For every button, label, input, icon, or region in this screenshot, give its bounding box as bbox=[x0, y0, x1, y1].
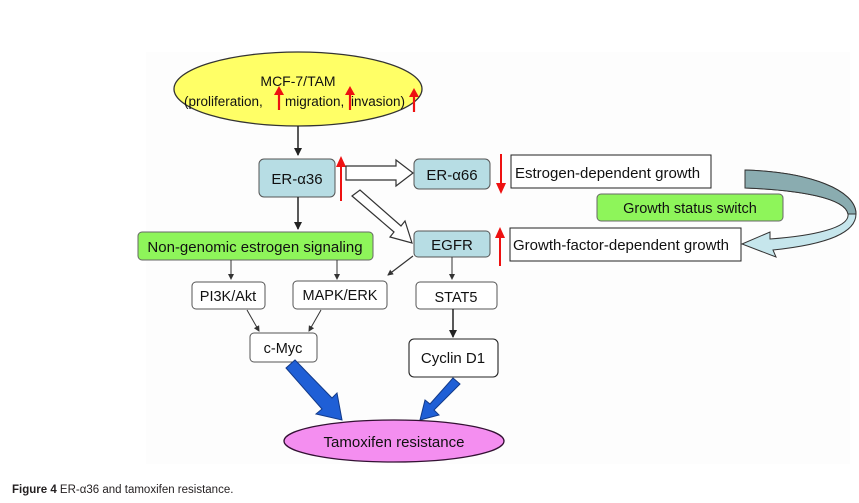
svg-text:MAPK/ERK: MAPK/ERK bbox=[303, 288, 378, 304]
node-estrogen-dependent-growth: Estrogen-dependent growth bbox=[510, 154, 712, 189]
arrow-mapk-to-cmyc bbox=[308, 309, 322, 332]
svg-text:Tamoxifen resistance: Tamoxifen resistance bbox=[324, 434, 465, 451]
arrow-egfr-to-mapk bbox=[387, 255, 414, 276]
node-cyclin-d1: Cyclin D1 bbox=[408, 338, 499, 378]
svg-text:Cyclin D1: Cyclin D1 bbox=[421, 350, 485, 367]
caption-label: Figure 4 bbox=[12, 484, 57, 496]
node-pi3k-akt: PI3K/Akt bbox=[191, 281, 266, 310]
mcf7-proliferation: (proliferation, bbox=[184, 94, 263, 109]
hollow-arrow-er36-to-egfr bbox=[351, 189, 413, 244]
svg-text:c-Myc: c-Myc bbox=[264, 341, 303, 357]
svg-text:PI3K/Akt: PI3K/Akt bbox=[200, 289, 256, 305]
node-mcf7-tam: MCF-7/TAM (proliferation, migration, inv… bbox=[173, 51, 423, 127]
figure-caption: Figure 4 ER-α36 and tamoxifen resistance… bbox=[12, 484, 233, 496]
blue-arrow-cmyc-to-tamoxifen bbox=[285, 359, 343, 421]
down-arrow-icon bbox=[496, 154, 506, 194]
mcf7-title: MCF-7/TAM bbox=[260, 73, 335, 89]
arrow-pi3k-to-cmyc bbox=[246, 309, 260, 332]
svg-text:Growth-factor-dependent growth: Growth-factor-dependent growth bbox=[513, 237, 729, 254]
svg-text:ER-α36: ER-α36 bbox=[271, 171, 322, 188]
up-arrow-icon bbox=[495, 227, 505, 266]
svg-text:STAT5: STAT5 bbox=[435, 290, 478, 306]
blue-arrow-cyclin-to-tamoxifen bbox=[419, 377, 461, 421]
caption-text: ER-α36 and tamoxifen resistance. bbox=[56, 484, 234, 496]
svg-text:Estrogen-dependent growth: Estrogen-dependent growth bbox=[515, 165, 700, 182]
svg-text:Growth status switch: Growth status switch bbox=[623, 201, 757, 217]
node-er-alpha36: ER-α36 bbox=[258, 158, 336, 198]
up-arrow-icon bbox=[274, 86, 284, 110]
node-growth-status-switch: Growth status switch bbox=[596, 193, 784, 222]
svg-text:EGFR: EGFR bbox=[431, 237, 473, 254]
node-egfr: EGFR bbox=[413, 230, 491, 258]
node-non-genomic-estrogen-signaling: Non-genomic estrogen signaling bbox=[137, 231, 374, 261]
node-stat5: STAT5 bbox=[415, 281, 498, 310]
svg-text:ER-α66: ER-α66 bbox=[426, 167, 477, 184]
curved-switch-arrow bbox=[740, 169, 857, 258]
node-growth-factor-dependent-growth: Growth-factor-dependent growth bbox=[509, 227, 742, 262]
svg-text:Non-genomic estrogen signaling: Non-genomic estrogen signaling bbox=[147, 239, 362, 256]
node-mapk-erk: MAPK/ERK bbox=[292, 280, 388, 310]
node-er-alpha66: ER-α66 bbox=[413, 158, 491, 190]
up-arrow-icon bbox=[409, 88, 419, 112]
up-arrow-icon bbox=[336, 156, 346, 201]
up-arrow-icon bbox=[345, 86, 355, 110]
mcf7-invasion: invasion) bbox=[351, 94, 405, 109]
mcf7-migration: migration, bbox=[285, 94, 344, 109]
hollow-arrow-er36-to-er66 bbox=[345, 158, 414, 188]
node-c-myc: c-Myc bbox=[249, 332, 318, 363]
node-tamoxifen-resistance: Tamoxifen resistance bbox=[283, 419, 505, 463]
